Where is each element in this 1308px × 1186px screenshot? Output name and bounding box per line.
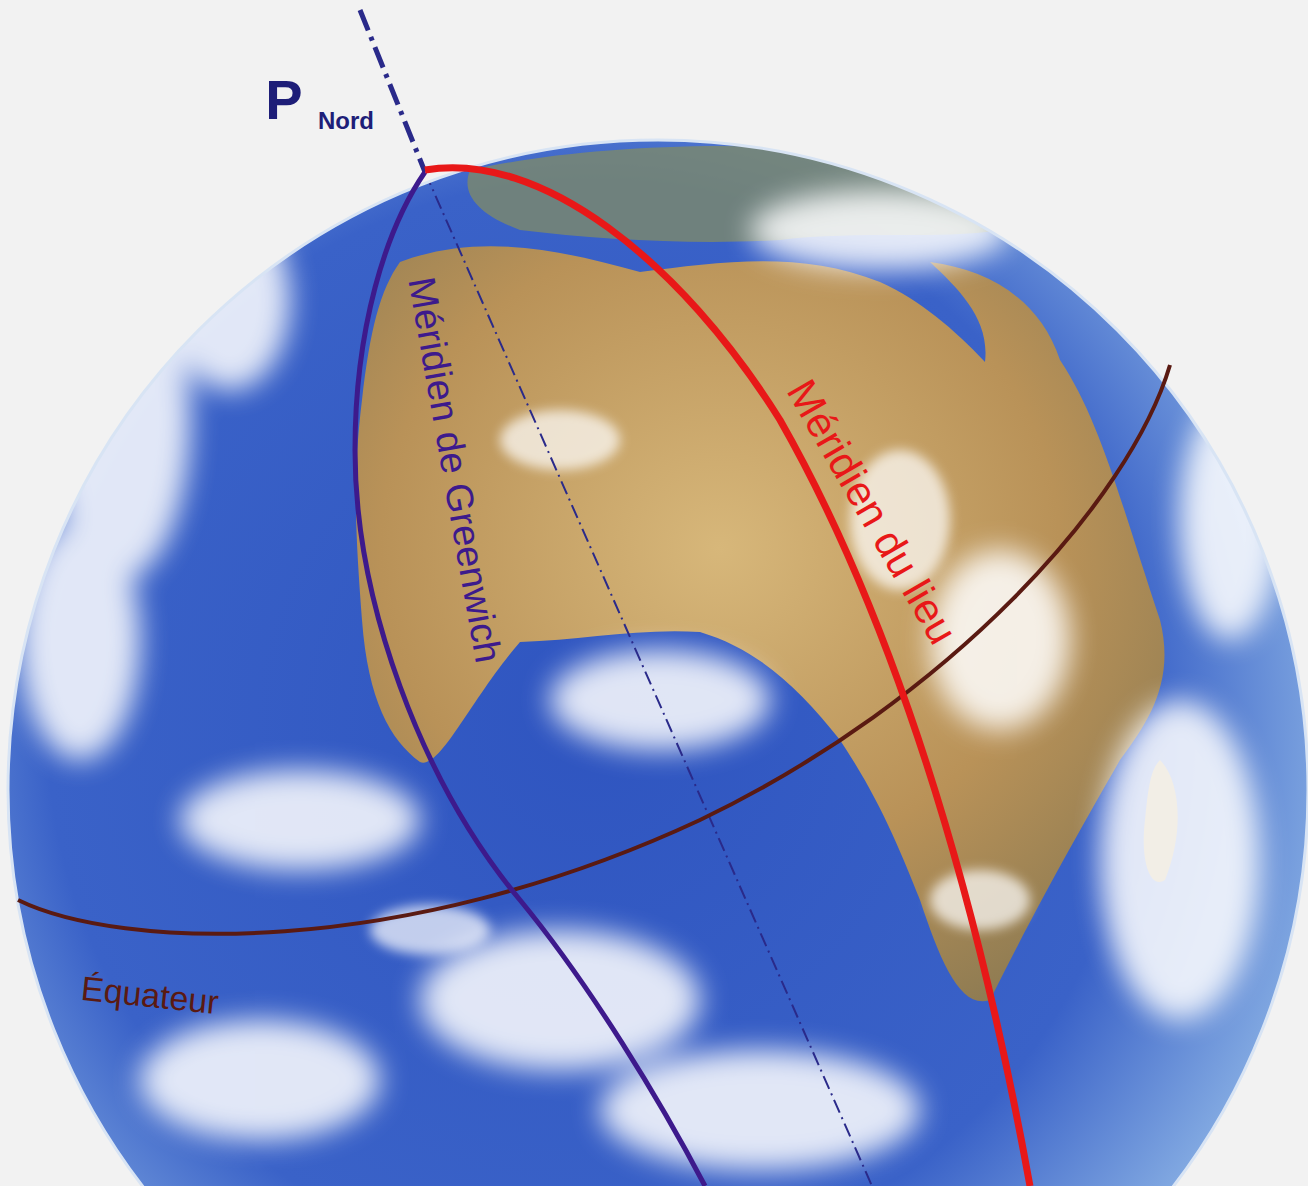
earth-disc [8, 140, 1308, 1186]
greenwich-meridian [355, 172, 705, 1186]
pole-subscript: Nord [318, 109, 374, 133]
polar-axis [425, 172, 872, 1186]
polar-axis-outside [360, 10, 425, 172]
local-meridian [425, 168, 1030, 1186]
pole-letter: P [265, 72, 302, 128]
equator-line [18, 365, 1170, 934]
